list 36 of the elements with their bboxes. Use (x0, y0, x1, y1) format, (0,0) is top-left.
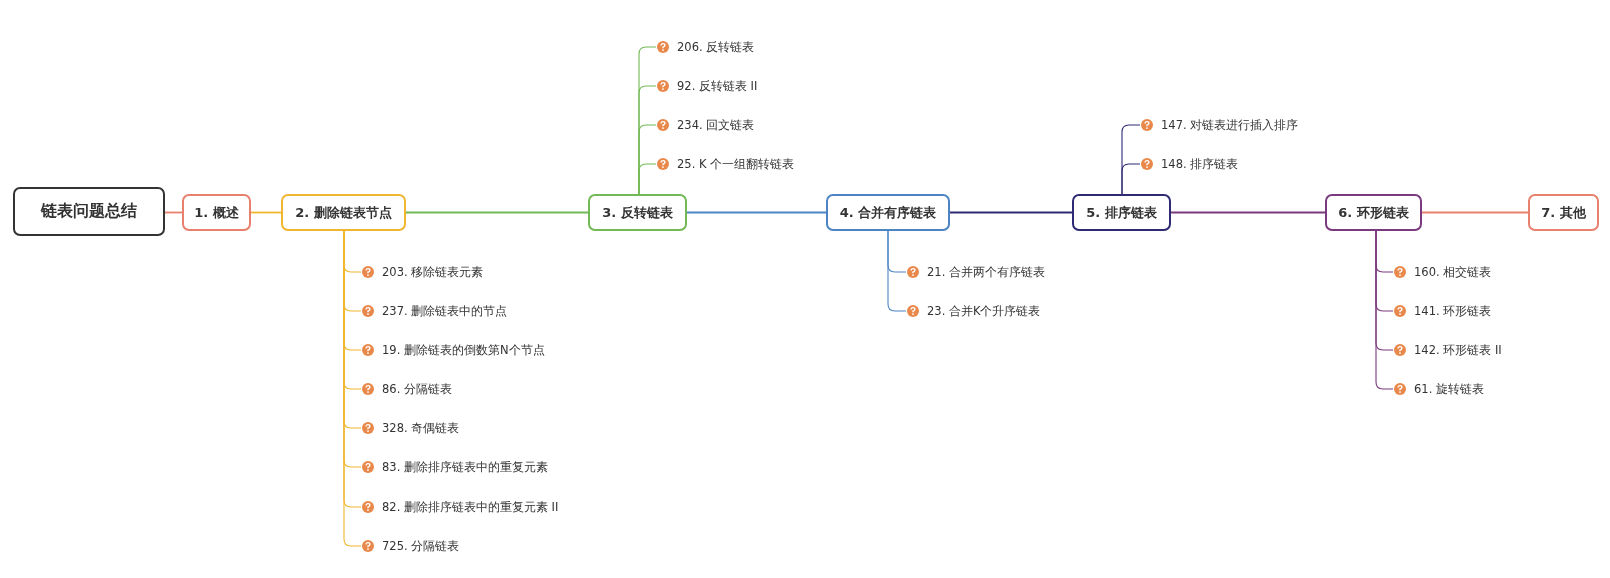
subtopic-text: 19. 删除链表的倒数第N个节点 (382, 342, 545, 358)
subtopic-text: 147. 对链表进行插入排序 (1161, 117, 1299, 133)
subtopic-text: 23. 合并K个升序链表 (927, 303, 1041, 319)
subtopic-text: 141. 环形链表 (1414, 303, 1492, 319)
central-topic-box: 链表问题总结 (13, 187, 165, 236)
connector-line (686, 211, 827, 214)
subtopic-text: 61. 旋转链表 (1414, 381, 1484, 397)
subtopic-text: 83. 删除排序链表中的重复元素 (382, 459, 548, 475)
subtopic-text: 25. K 个一组翻转链表 (677, 156, 795, 172)
subtopic-text: 142. 环形链表 II (1414, 342, 1502, 358)
subtopic-text: 328. 奇偶链表 (382, 420, 460, 436)
connector-line (405, 211, 589, 214)
subtopic-text: 148. 排序链表 (1161, 156, 1239, 172)
topic-box: 4. 合并有序链表 (826, 194, 950, 231)
subtopic-text: 160. 相交链表 (1414, 264, 1492, 280)
connector-line (250, 211, 282, 214)
subtopic-text: 234. 回文链表 (677, 117, 755, 133)
connector-line (1421, 211, 1529, 214)
subtopic-text: 92. 反转链表 II (677, 78, 758, 94)
subtopic-text: 725. 分隔链表 (382, 538, 460, 554)
connector-line (949, 211, 1073, 214)
topic-box: 6. 环形链表 (1325, 194, 1422, 231)
topic-box: 1. 概述 (182, 194, 251, 231)
connector-line (1121, 163, 1141, 195)
topic-box: 5. 排序链表 (1072, 194, 1171, 231)
topic-box: 7. 其他 (1528, 194, 1599, 231)
subtopic-text: 206. 反转链表 (677, 39, 755, 55)
subtopic-text: 86. 分隔链表 (382, 381, 452, 397)
topic-box: 2. 删除链表节点 (281, 194, 406, 231)
subtopic-text: 237. 删除链表中的节点 (382, 303, 508, 319)
subtopic-text: 82. 删除排序链表中的重复元素 II (382, 499, 559, 515)
connector-line (638, 163, 657, 195)
subtopic-text: 21. 合并两个有序链表 (927, 264, 1045, 280)
topic-box: 3. 反转链表 (588, 194, 687, 231)
connector-line (1170, 211, 1326, 214)
subtopic-text: 203. 移除链表元素 (382, 264, 484, 280)
